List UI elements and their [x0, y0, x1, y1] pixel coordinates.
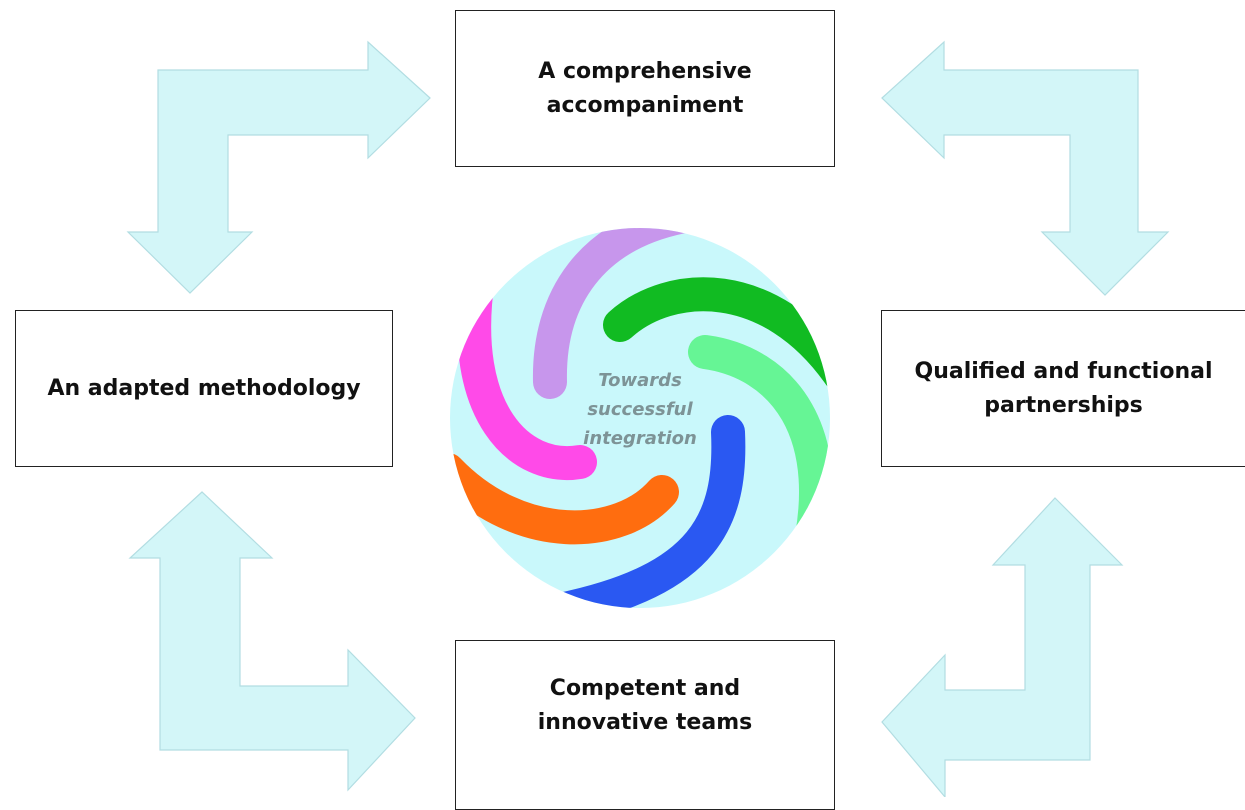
box-label-left: An adapted methodology [47, 375, 361, 401]
box-label-top: A comprehensive accompaniment [538, 58, 752, 118]
box-qualified-partnerships: Qualified and functional partnerships [881, 310, 1245, 467]
swirl-blue [543, 415, 746, 608]
swirl-pink [457, 261, 597, 481]
box-adapted-methodology: An adapted methodology [15, 310, 393, 467]
arrow-bottom-right [881, 497, 1124, 797]
swirl-purple [532, 228, 707, 399]
arrow-top-right [881, 40, 1170, 296]
box-label-right: Qualified and functional partnerships [914, 358, 1213, 418]
arrow-bottom-left [128, 491, 416, 792]
box-comprehensive-accompaniment: A comprehensive accompaniment [455, 10, 835, 167]
box-competent-teams: Competent and innovative teams [455, 640, 835, 810]
center-label: Towards successful integration [583, 370, 697, 449]
arrow-top-left [126, 40, 431, 294]
box-label-bottom: Competent and innovative teams [537, 676, 753, 735]
swirl-orange [450, 453, 679, 545]
swirl-green [603, 277, 830, 392]
